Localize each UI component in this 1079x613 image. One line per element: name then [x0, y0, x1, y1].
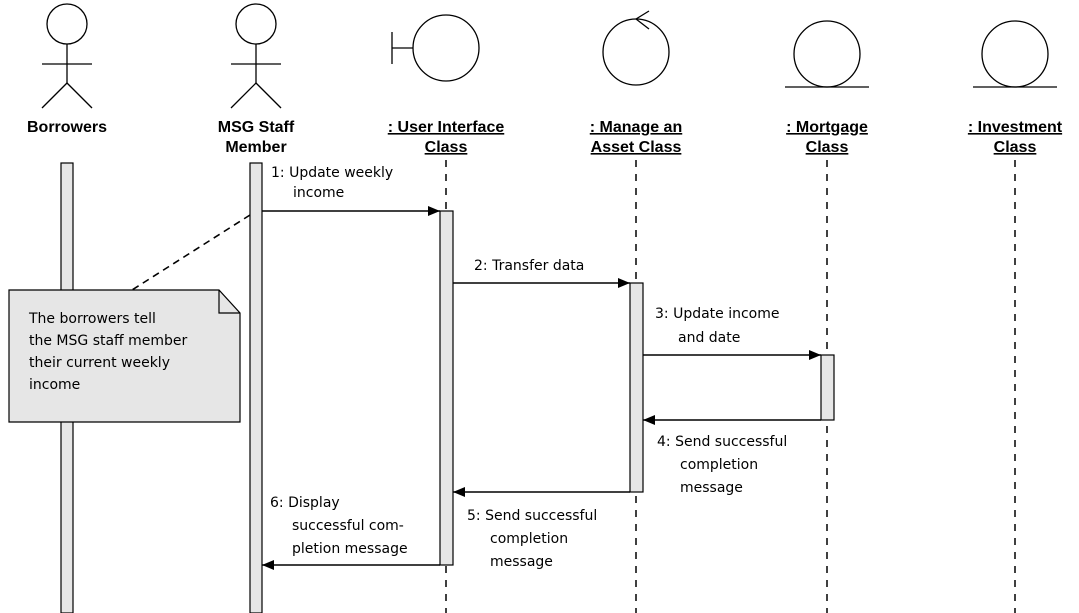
- manage-activation-bar: [629, 282, 644, 493]
- message-2-label-line1: 2: Transfer data: [474, 258, 584, 274]
- boundary-icon: [391, 14, 480, 82]
- note-connector: [131, 214, 251, 291]
- message-6-label-line2: successful com-: [292, 518, 404, 534]
- borrowers-actor-icon: [41, 3, 93, 109]
- message-1-label-line2: income: [293, 185, 344, 201]
- control-icon: [602, 10, 670, 86]
- message-1-label-line1: 1: Update weekly: [271, 165, 393, 181]
- note-text-line2: the MSG staff member: [29, 333, 188, 349]
- investment-entity-icon: [973, 20, 1057, 88]
- message-5-label-line1: 5: Send successful: [467, 508, 597, 524]
- investment-class-label-line1: : Investment: [968, 119, 1063, 136]
- ui-class-label-line2: Class: [425, 139, 468, 156]
- note-text-line4: income: [29, 377, 80, 393]
- investment-class-label-line2: Class: [994, 139, 1037, 156]
- manage-class-label-line2: Asset Class: [591, 139, 682, 156]
- message-6-label-line1: 6: Display: [270, 495, 340, 511]
- message-6-label-line3: pletion message: [292, 541, 408, 557]
- mortgage-entity-icon: [785, 20, 869, 88]
- message-4-label-line3: message: [680, 480, 743, 496]
- message-4-label-line1: 4: Send successful: [657, 434, 787, 450]
- msg-staff-label-line2: Member: [225, 139, 286, 156]
- note-text-line1: The borrowers tell: [28, 311, 156, 327]
- note-text-line3: their current weekly: [29, 355, 170, 371]
- message-5-label-line2: completion: [490, 531, 568, 547]
- borrowers-label: Borrowers: [27, 119, 107, 136]
- message-5-label-line3: message: [490, 554, 553, 570]
- msg-staff-label-line1: MSG Staff: [218, 119, 295, 136]
- note-box: [8, 289, 241, 423]
- message-3-label-line1: 3: Update income: [655, 306, 780, 322]
- ui-class-label-line1: : User Interface: [388, 119, 505, 136]
- manage-class-label-line1: : Manage an: [590, 119, 682, 136]
- mortgage-class-label-line2: Class: [806, 139, 849, 156]
- mortgage-activation-bar: [820, 354, 835, 421]
- mortgage-class-label-line1: : Mortgage: [786, 119, 868, 136]
- message-4-label-line2: completion: [680, 457, 758, 473]
- msg-staff-actor-icon: [230, 3, 282, 109]
- msg-staff-lifeline-bar: [249, 162, 263, 613]
- ui-activation-bar: [439, 210, 454, 566]
- message-3-label-line2: and date: [678, 330, 740, 346]
